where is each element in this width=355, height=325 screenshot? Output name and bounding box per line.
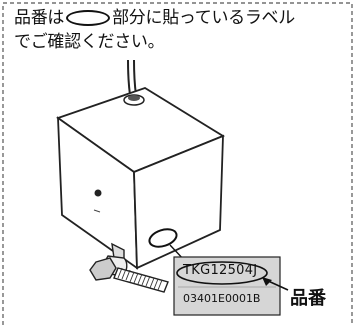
braided-hose bbox=[113, 267, 169, 293]
caption-line-2: でご確認ください。 bbox=[14, 32, 165, 52]
model-number-text: TKG12504J bbox=[183, 263, 258, 278]
caption-line-1: 品番は 部分に貼っているラベル bbox=[14, 6, 350, 30]
instruction-caption: 品番は 部分に貼っているラベル でご確認ください。 bbox=[14, 6, 350, 54]
caption-text-before-oval: 品番は bbox=[14, 8, 65, 28]
caption-text-after-oval: 部分に貼っているラベル bbox=[112, 8, 295, 28]
box-right-face bbox=[133, 134, 224, 270]
power-cable bbox=[127, 59, 131, 96]
serial-number-text: 03401E0001B bbox=[183, 292, 261, 305]
model-number-callout: 品番 bbox=[290, 288, 326, 309]
product-label bbox=[173, 256, 281, 316]
model-number-oval bbox=[176, 261, 268, 285]
label-location-oval bbox=[148, 228, 178, 248]
oval-marker-icon bbox=[66, 10, 111, 26]
